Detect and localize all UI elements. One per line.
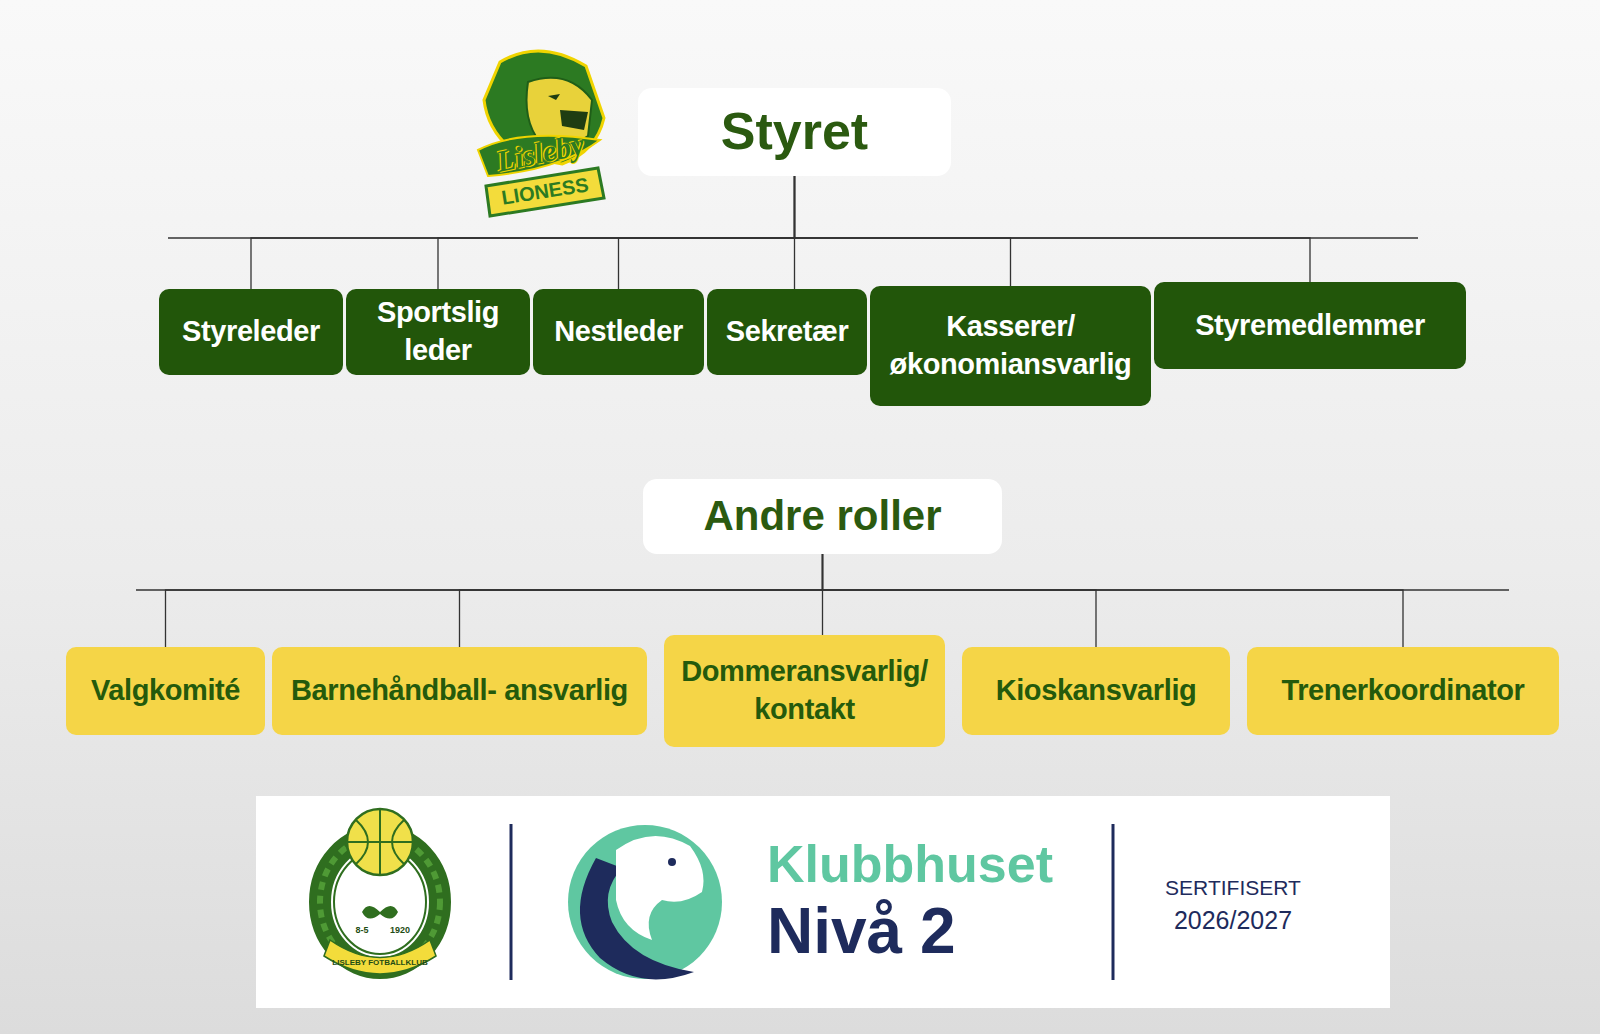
node-text: Styremedlemmer <box>1195 307 1425 345</box>
level-text: Nivå 2 <box>767 899 956 963</box>
tree-connector <box>823 554 1097 647</box>
brand-name: Klubbhuset <box>767 838 1053 890</box>
board-role-box: Kasserer/ økonomiansvarlig <box>870 286 1151 406</box>
node-text: Dommeransvarlig/ kontakt <box>670 653 939 728</box>
tree-connector <box>438 176 795 289</box>
divider-line <box>510 824 513 980</box>
other-role-box: Kioskansvarlig <box>962 647 1230 735</box>
group-heading-box: Andre roller <box>643 479 1002 554</box>
tree-connector <box>460 554 823 647</box>
board-role-box: Styremedlemmer <box>1154 282 1466 369</box>
board-role-box: Sekretær <box>707 289 867 375</box>
node-text: Barnehåndball- ansvarlig <box>291 672 628 710</box>
board-role-box: Styreleder <box>159 289 343 375</box>
node-text: Sekretær <box>726 313 849 351</box>
tree-connector <box>795 176 1311 282</box>
divider-line <box>1112 824 1115 980</box>
crest-text: 8-5 <box>355 926 368 935</box>
lioness-logo <box>478 51 604 216</box>
node-text: Andre roller <box>703 493 941 539</box>
tree-connector <box>795 176 1011 286</box>
certification-years: 2026/2027 <box>1174 908 1292 933</box>
tree-connector <box>823 554 1404 647</box>
other-role-box: Valgkomité <box>66 647 265 735</box>
tree-connector <box>619 176 795 289</box>
emblem-eye <box>668 858 676 866</box>
node-text: Styret <box>721 103 868 160</box>
crest-ball-seams <box>348 809 412 875</box>
node-text: Valgkomité <box>91 672 240 710</box>
node-text: Styreleder <box>182 313 320 351</box>
node-text: Kasserer/ økonomiansvarlig <box>876 308 1145 383</box>
logo-eye <box>548 94 560 100</box>
club-crest <box>320 809 440 974</box>
other-role-box: Trenerkoordinator <box>1247 647 1559 735</box>
emblem-circle <box>568 825 722 979</box>
node-text: Sportslig leder <box>352 294 524 369</box>
node-text: Kioskansvarlig <box>996 672 1197 710</box>
klubbhuset-emblem <box>568 825 722 979</box>
banner-background <box>256 796 1390 1008</box>
crest-ball <box>347 809 413 875</box>
emblem-lion <box>616 836 704 940</box>
other-role-box: Barnehåndball- ansvarlig <box>272 647 647 735</box>
group-heading-box: Styret <box>638 88 951 176</box>
node-text: Trenerkoordinator <box>1282 672 1525 710</box>
logo-mouth <box>560 110 588 130</box>
crest-text: LISLEBY FOTBALLKLUB <box>332 959 427 967</box>
board-role-box: Nestleder <box>533 289 704 375</box>
node-text: Nestleder <box>554 313 683 351</box>
tree-connector <box>166 554 823 647</box>
other-role-box: Dommeransvarlig/ kontakt <box>664 635 945 747</box>
crest-ribbon <box>324 940 436 974</box>
crest-monogram <box>362 906 398 919</box>
board-role-box: Sportslig leder <box>346 289 530 375</box>
certification-text: SERTIFISERT <box>1165 877 1301 898</box>
crest-text: 1920 <box>390 926 410 935</box>
